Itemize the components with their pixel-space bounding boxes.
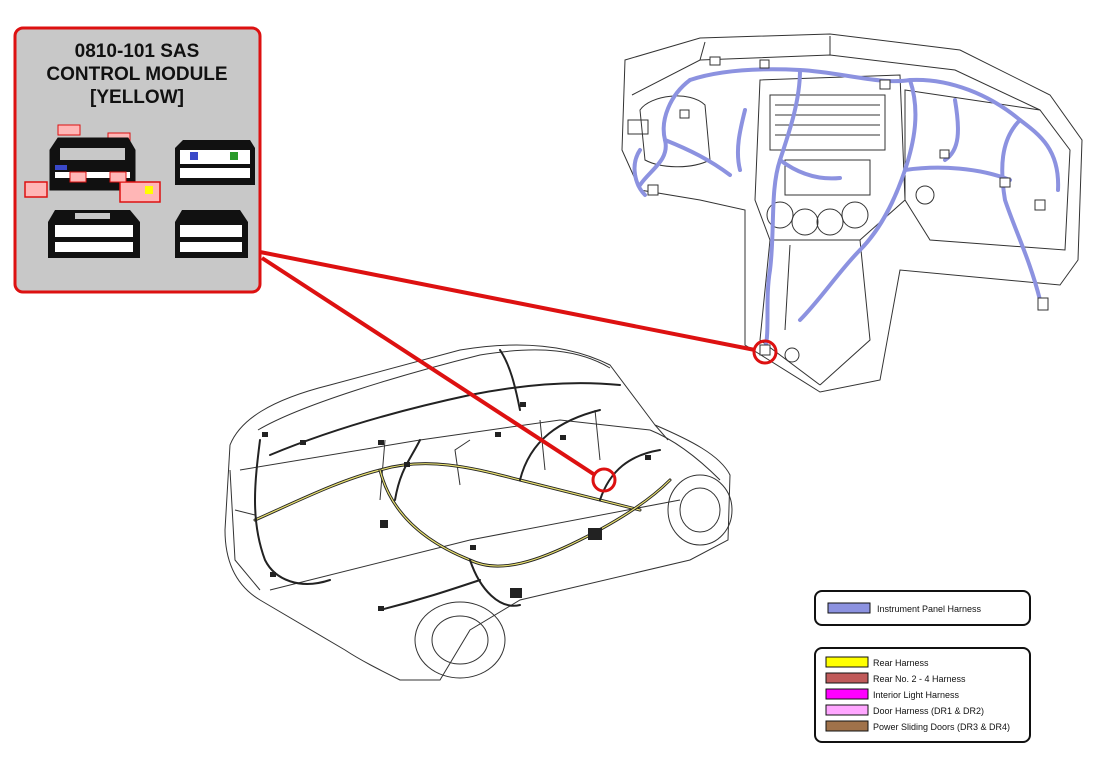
- legend-top: Instrument Panel Harness: [814, 590, 1031, 626]
- callout-box: 0810-101 SAS CONTROL MODULE [YELLOW]: [13, 26, 262, 294]
- instrument-panel-drawing: [621, 33, 1083, 393]
- legend-item-door-harness: Door Harness (DR1 & DR2): [825, 704, 984, 716]
- vehicle-connectors: [262, 402, 651, 611]
- legend-label: Power Sliding Doors (DR3 & DR4): [873, 722, 1010, 732]
- dashboard-connector-highlight: [752, 339, 778, 365]
- callout-leader-lines: [259, 250, 756, 477]
- legend-swatch: [825, 720, 869, 732]
- legend-item-rear-harness: Rear Harness: [825, 656, 929, 668]
- legend-label-instrument-panel: Instrument Panel Harness: [877, 604, 982, 614]
- instrument-panel-harness: [632, 67, 1061, 352]
- instrument-panel-connectors: [647, 56, 1049, 356]
- connector-face-illustrations: [24, 124, 255, 258]
- vehicle-location-highlight: [591, 467, 617, 493]
- vehicle-drawing: [224, 344, 733, 681]
- legend-swatch: [825, 672, 869, 684]
- legend-label: Interior Light Harness: [873, 690, 960, 700]
- legend-item-interior-light-harness: Interior Light Harness: [825, 688, 960, 700]
- legend-label: Door Harness (DR1 & DR2): [873, 706, 984, 716]
- legend-swatch: [825, 704, 869, 716]
- legend-swatch-instrument-panel: [827, 602, 871, 614]
- legend-label: Rear Harness: [873, 658, 929, 668]
- legend-swatch: [825, 656, 869, 668]
- legend-item-power-sliding-doors: Power Sliding Doors (DR3 & DR4): [825, 720, 1010, 732]
- legend-item-rear-no2-4-harness: Rear No. 2 - 4 Harness: [825, 672, 966, 684]
- callout-title-line1: 0810-101 SAS: [75, 41, 200, 62]
- legend-label: Rear No. 2 - 4 Harness: [873, 674, 966, 684]
- legend-swatch: [825, 688, 869, 700]
- legend-bottom: Rear Harness Rear No. 2 - 4 Harness Inte…: [814, 647, 1031, 743]
- callout-title-line2: CONTROL MODULE: [46, 64, 227, 85]
- callout-title-line3: [YELLOW]: [90, 87, 184, 108]
